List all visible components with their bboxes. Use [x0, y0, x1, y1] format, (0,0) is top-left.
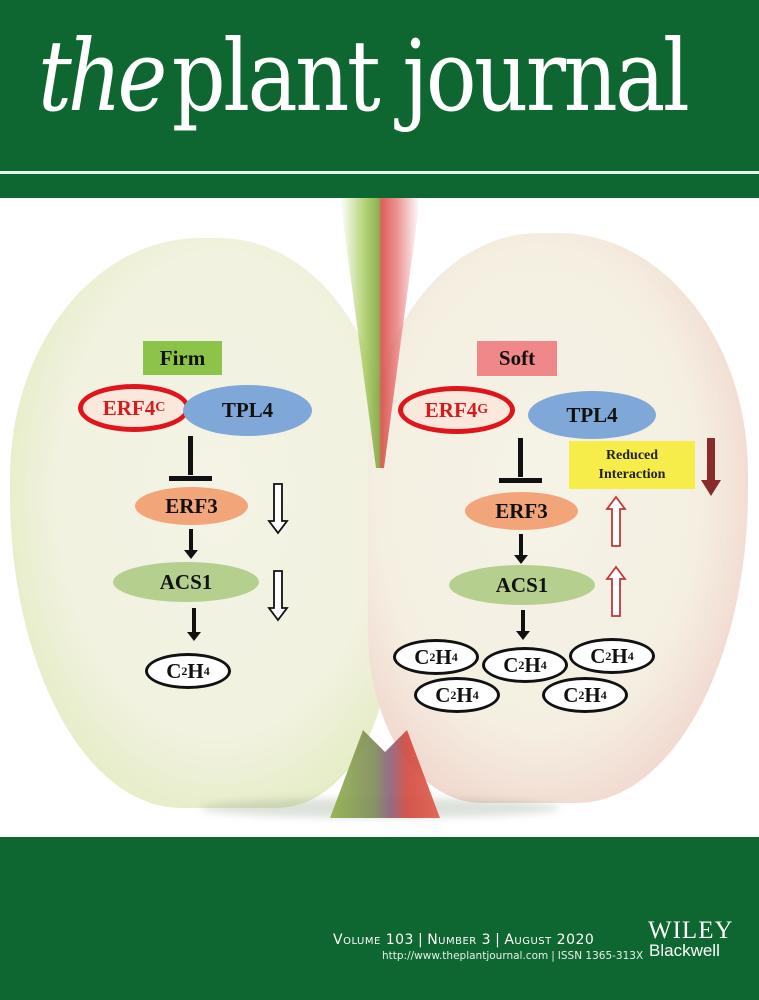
ethylene-c: C [414, 644, 430, 669]
volume: Volume 103 [333, 932, 414, 948]
ethylene-c-sub: 2 [578, 687, 585, 702]
ethylene-h-sub: 4 [600, 687, 607, 702]
acs1-node-left: ACS1 [113, 562, 259, 602]
publisher-logo-wiley: WILEY [648, 917, 734, 944]
ethylene-c: C [435, 682, 451, 707]
erf4g-allele: G [477, 402, 489, 417]
activation-arrow-icon [184, 529, 198, 559]
ethylene-h-sub: 4 [451, 649, 458, 664]
cover-footer [0, 837, 759, 1000]
ethylene-h: H [524, 652, 541, 677]
separator: | [551, 950, 555, 962]
ethylene-c-sub: 2 [518, 657, 525, 672]
acs1-node-right: ACS1 [449, 565, 595, 605]
ethylene-h: H [611, 643, 628, 668]
inhibition-bar-left [169, 476, 212, 481]
separator: | [495, 932, 501, 948]
activation-arrow-icon [187, 608, 201, 641]
journal-title-the: the [38, 20, 167, 134]
ethylene-c-sub: 2 [450, 687, 457, 702]
activation-arrow-icon [516, 610, 530, 640]
activation-arrow-icon [514, 534, 528, 564]
erf3-node-left: ERF3 [135, 487, 248, 525]
ethylene-h-sub: 4 [627, 648, 634, 663]
soft-label: Soft [477, 341, 557, 376]
issue-number: Number 3 [427, 932, 492, 948]
tpl4-node-left: TPL4 [183, 385, 312, 436]
ethylene-h-sub: 4 [540, 657, 547, 672]
erf4c-allele: C [155, 400, 166, 415]
erf4g-main: ERF4 [424, 397, 478, 422]
ethylene-c-sub: 2 [605, 648, 612, 663]
issn: ISSN 1365-313X [557, 950, 644, 962]
dark-down-arrow-icon [701, 438, 721, 496]
ethylene-h: H [435, 644, 452, 669]
hollow-up-arrow-icon [605, 495, 627, 547]
ethylene-c-sub: 2 [429, 649, 436, 664]
reduced-line1: Reduced [605, 448, 659, 463]
erf4c-main: ERF4 [102, 395, 156, 420]
masthead-band [0, 174, 759, 198]
hollow-down-arrow-icon [267, 570, 289, 622]
ethylene-c-sub: 2 [181, 663, 188, 678]
separator: | [417, 932, 424, 948]
publisher-logo-blackwell: Blackwell [649, 941, 720, 960]
reduced-line2: Interaction [598, 467, 666, 482]
ethylene-h: H [456, 682, 473, 707]
issue-info: Volume 103|Number 3|August 2020 [333, 932, 594, 948]
inhibition-stem-right [518, 438, 523, 477]
ethylene-c: C [590, 643, 606, 668]
masthead: theplant journal [0, 0, 759, 171]
hollow-down-arrow-icon [267, 483, 289, 535]
ethylene-h-sub: 4 [203, 663, 210, 678]
journal-title: theplant journal [38, 28, 690, 126]
inhibition-bar-right [499, 478, 542, 483]
reduced-interaction-label: Reduced Interaction [569, 441, 695, 489]
ethylene-c: C [503, 652, 519, 677]
hollow-up-arrow-icon [605, 565, 627, 617]
masthead-divider [0, 171, 759, 174]
ethylene-h-sub: 4 [472, 687, 479, 702]
ethylene-c: C [563, 682, 579, 707]
journal-url[interactable]: http://www.theplantjournal.com [382, 950, 549, 962]
tpl4-node-right: TPL4 [528, 391, 656, 439]
url-issn-line: http://www.theplantjournal.com|ISSN 1365… [382, 950, 643, 962]
inhibition-stem-left [188, 436, 193, 475]
ethylene-c: C [166, 658, 182, 683]
journal-title-main: plant journal [171, 20, 690, 134]
ethylene-h: H [584, 682, 601, 707]
firm-label: Firm [143, 341, 222, 375]
issue-date: August 2020 [504, 932, 595, 948]
erf3-node-right: ERF3 [465, 492, 578, 530]
ethylene-h: H [187, 658, 204, 683]
